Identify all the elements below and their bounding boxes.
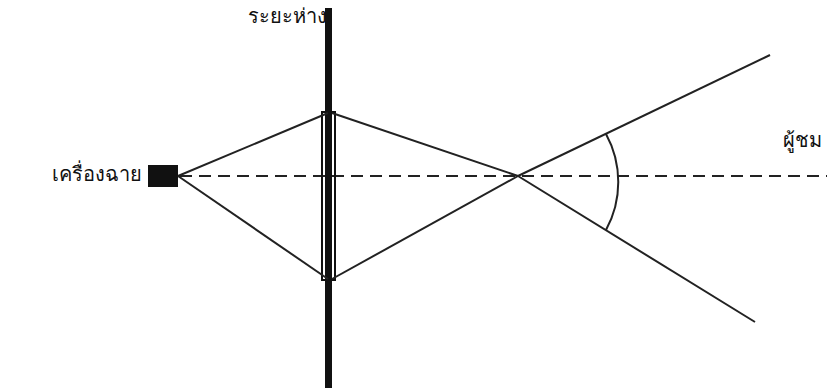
projector-symbol: [148, 165, 178, 187]
screen-label: ระยะห่าง: [248, 4, 327, 28]
angle-arc: [606, 134, 618, 230]
light-ray: [518, 55, 770, 176]
light-ray: [178, 176, 328, 279]
screen-bar: [325, 8, 332, 388]
light-ray: [332, 113, 518, 176]
viewer-label: ผู้ชม: [783, 128, 822, 152]
light-ray: [518, 176, 755, 322]
light-ray: [178, 113, 328, 176]
lens-opening: [322, 112, 335, 280]
projector-label: เครื่องฉาย: [52, 162, 142, 186]
light-ray: [332, 176, 518, 279]
optical-axis: [180, 175, 827, 177]
